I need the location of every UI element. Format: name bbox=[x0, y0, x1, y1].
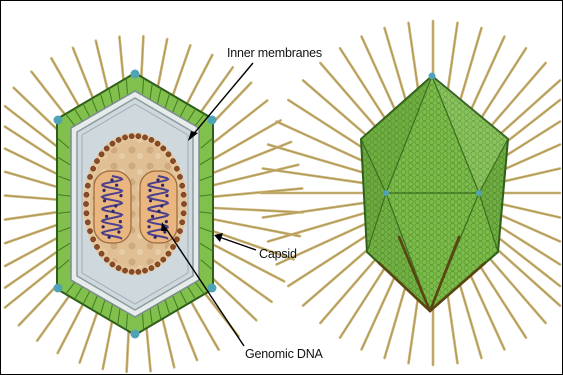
label-capsid: Capsid bbox=[259, 247, 297, 261]
capsid-vertex bbox=[208, 116, 217, 125]
label-inner-membranes: Inner membranes bbox=[227, 46, 322, 60]
core-bead bbox=[180, 220, 185, 225]
dna-node bbox=[111, 210, 114, 213]
core-bead bbox=[174, 166, 179, 171]
core-bead bbox=[161, 257, 166, 262]
capsid-vertex bbox=[54, 284, 63, 293]
dna-node bbox=[119, 220, 122, 223]
core-bead bbox=[85, 220, 90, 225]
dna-node bbox=[148, 225, 151, 228]
core-bead bbox=[177, 228, 182, 233]
core-bead bbox=[155, 262, 160, 267]
core-bead bbox=[116, 137, 121, 142]
dna-node bbox=[157, 210, 160, 213]
core-bead bbox=[161, 146, 166, 151]
core-bead bbox=[110, 262, 115, 267]
core-bead bbox=[91, 166, 96, 171]
dna-node bbox=[149, 199, 152, 202]
capsid-vertex bbox=[131, 330, 140, 339]
core-bead bbox=[180, 183, 185, 188]
core-bead bbox=[142, 135, 147, 140]
label-genomic-dna: Genomic DNA bbox=[245, 347, 324, 361]
dna-node bbox=[110, 178, 113, 181]
dna-node bbox=[151, 215, 154, 218]
dna-node bbox=[102, 189, 105, 192]
core-bead bbox=[181, 201, 186, 206]
core-bead bbox=[84, 192, 89, 197]
dna-node bbox=[119, 194, 122, 197]
dna-node bbox=[154, 236, 157, 239]
core-bead bbox=[136, 134, 141, 139]
dna-node bbox=[160, 204, 163, 207]
core-bead bbox=[116, 265, 121, 270]
dna-node bbox=[165, 194, 168, 197]
core-bead bbox=[177, 174, 182, 179]
dna-node bbox=[105, 215, 108, 218]
dna-node bbox=[108, 236, 111, 239]
core-bead bbox=[129, 134, 134, 139]
core-bead bbox=[94, 244, 99, 249]
core-bead bbox=[142, 268, 147, 273]
core-bead bbox=[110, 141, 115, 146]
dna-node bbox=[148, 189, 151, 192]
dna-node bbox=[115, 184, 118, 187]
pointer-inner-membranes bbox=[191, 63, 253, 137]
core-bead bbox=[129, 269, 134, 274]
vertex-right-right bbox=[476, 190, 482, 196]
core-bead bbox=[136, 269, 141, 274]
core-bead bbox=[170, 244, 175, 249]
core-bead bbox=[181, 192, 186, 197]
capsid-vertex bbox=[54, 116, 63, 125]
core-bead bbox=[149, 265, 154, 270]
dna-node bbox=[161, 184, 164, 187]
vertex-left-right bbox=[383, 190, 389, 196]
dna-node bbox=[114, 204, 117, 207]
capsid-vertex bbox=[208, 284, 217, 293]
core-bead bbox=[85, 183, 90, 188]
dna-node bbox=[156, 178, 159, 181]
dna-node bbox=[103, 199, 106, 202]
capsid-vertex bbox=[131, 70, 140, 79]
core-bead bbox=[166, 152, 171, 157]
dna-node bbox=[102, 225, 105, 228]
core-bead bbox=[181, 211, 186, 216]
core-bead bbox=[83, 201, 88, 206]
dna-node bbox=[165, 220, 168, 223]
core-bead bbox=[91, 237, 96, 242]
core-bead bbox=[104, 146, 109, 151]
core-bead bbox=[99, 251, 104, 256]
virion-cross-section-icon bbox=[54, 70, 217, 339]
core-bead bbox=[122, 135, 127, 140]
vertex-top-right bbox=[429, 73, 436, 80]
core-bead bbox=[87, 174, 92, 179]
core-bead bbox=[149, 137, 154, 142]
core-bead bbox=[84, 211, 89, 216]
core-bead bbox=[155, 141, 160, 146]
core-bead bbox=[104, 257, 109, 262]
core-bead bbox=[166, 251, 171, 256]
core-bead bbox=[122, 268, 127, 273]
core-bead bbox=[170, 158, 175, 163]
dna-node bbox=[117, 230, 120, 233]
core-bead bbox=[94, 158, 99, 163]
core-bead bbox=[87, 228, 92, 233]
core-bead bbox=[99, 152, 104, 157]
